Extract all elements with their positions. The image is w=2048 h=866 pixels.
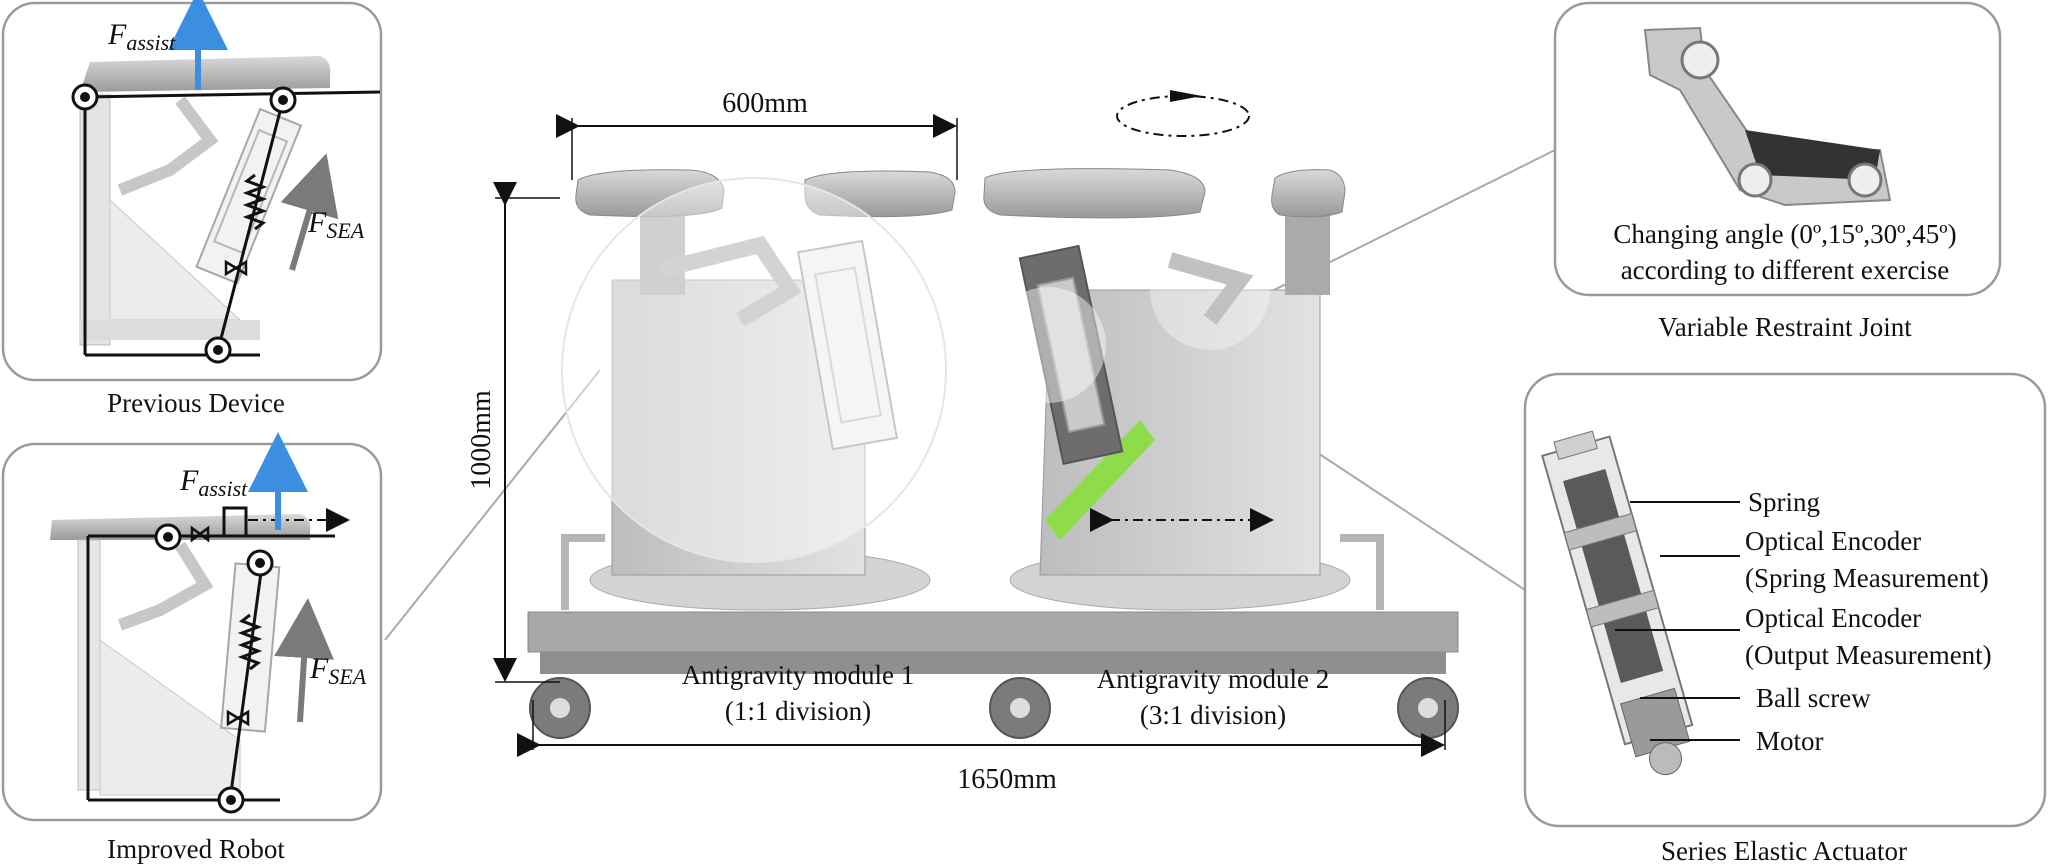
svg-text:1650mm: 1650mm <box>957 764 1057 795</box>
label-motor: Motor <box>1756 726 1824 756</box>
label-spring-measurement: (Spring Measurement) <box>1745 563 1989 593</box>
pivot-icon <box>71 83 297 364</box>
variable-joint-panel: Changing angle (0º,15º,30º,45º) accordin… <box>1553 1 2002 342</box>
svg-text:1000mm: 1000mm <box>466 390 497 490</box>
variable-joint-caption: Variable Restraint Joint <box>1658 312 1912 342</box>
joint-exercise-text: according to different exercise <box>1621 255 1950 285</box>
sea-force-arrow <box>274 598 335 723</box>
improved-robot-caption: Improved Robot <box>107 834 285 864</box>
improved-f-sea-label: FSEA <box>309 652 367 689</box>
module2-label: Antigravity module 2 <box>1097 664 1329 694</box>
svg-text:600mm: 600mm <box>722 88 808 119</box>
joint-angle-text: Changing angle (0º,15º,30º,45º) <box>1613 219 1956 249</box>
highlight-circle <box>561 177 947 563</box>
dimension-height: 1000mm <box>466 182 560 683</box>
actuator-caption: Series Elastic Actuator <box>1661 836 1907 866</box>
label-output-measurement: (Output Measurement) <box>1745 640 1992 670</box>
robot-image <box>527 168 1459 739</box>
label-spring: Spring <box>1748 487 1820 517</box>
module1-label: Antigravity module 1 <box>682 660 914 690</box>
highlight-circle <box>1150 230 1270 350</box>
previous-f-assist-label: Fassist <box>107 18 176 55</box>
accent-strip <box>1045 420 1155 540</box>
callout-line <box>384 369 601 641</box>
previous-device-panel: Fassist FSEA Previous Device <box>1 0 383 418</box>
actuator-panel: Spring Optical Encoder (Spring Measureme… <box>1523 372 2047 866</box>
sea-force-arrow <box>280 153 339 271</box>
module2-division: (3:1 division) <box>1140 700 1286 730</box>
label-ball-screw: Ball screw <box>1756 683 1871 713</box>
module1-division: (1:1 division) <box>725 696 871 726</box>
highlight-circle <box>990 287 1106 403</box>
previous-device-caption: Previous Device <box>107 388 285 418</box>
seat-image <box>80 56 331 92</box>
label-optical-encoder-1: Optical Encoder <box>1745 526 1921 556</box>
dimension-width-bottom: 1650mm <box>517 700 1446 795</box>
pivot-icon <box>154 523 274 814</box>
label-optical-encoder-2: Optical Encoder <box>1745 603 1921 633</box>
dimension-width-top: 600mm <box>556 88 958 180</box>
previous-f-sea-label: FSEA <box>307 206 365 243</box>
improved-robot-panel: Fassist FSEA Improved Robot <box>1 432 383 864</box>
joint-image <box>1643 26 1892 207</box>
improved-f-assist-label: Fassist <box>179 464 248 501</box>
actuator-leaders <box>1615 501 1740 741</box>
rotation-icon <box>1116 90 1250 137</box>
